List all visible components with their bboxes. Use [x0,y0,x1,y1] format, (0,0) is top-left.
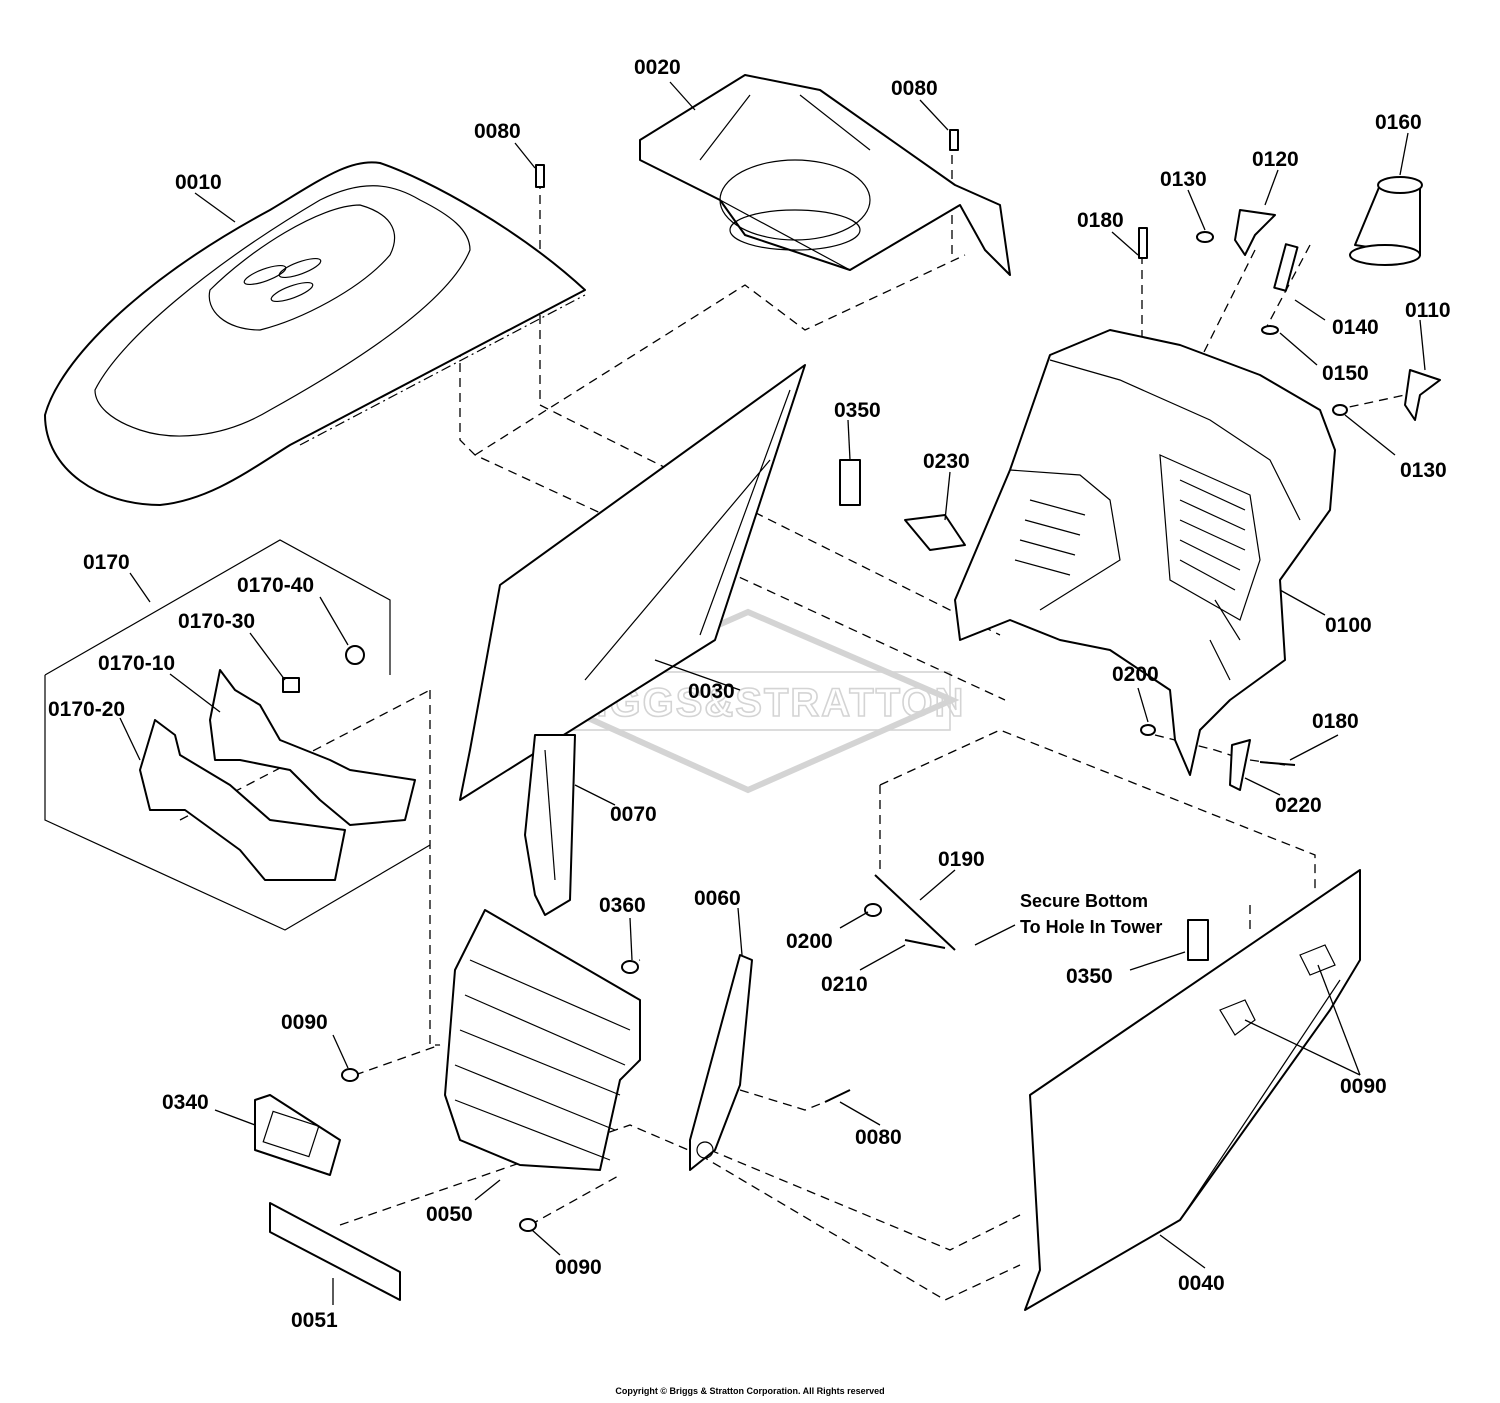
clip-0220 [1229,739,1251,791]
label-0080-c: 0080 [855,1126,902,1149]
bumper-0350a [839,459,861,506]
leader-lines [119,81,1426,1305]
label-0140: 0140 [1332,316,1379,339]
label-0230: 0230 [923,450,970,473]
bolt-0140 [1273,243,1299,292]
label-0060: 0060 [694,887,741,910]
label-0130-a: 0130 [1160,168,1207,191]
bolt-0080c [824,1089,851,1103]
label-0190: 0190 [938,848,985,871]
label-0360: 0360 [599,894,646,917]
label-0080-a: 0080 [474,120,521,143]
label-0160: 0160 [1375,111,1422,134]
label-0180-b: 0180 [1312,710,1359,733]
label-0050: 0050 [426,1203,473,1226]
nut-0090a [341,1068,359,1082]
label-0100: 0100 [1325,614,1372,637]
label-0080-b: 0080 [891,77,938,100]
label-0020: 0020 [634,56,681,79]
note-line-1: Secure Bottom [1020,891,1148,911]
note-line-2: To Hole In Tower [1020,917,1162,937]
part-labels: 0010 0020 0080 0080 0160 0120 0130 0180 … [48,56,1451,1332]
label-0200-a: 0200 [1112,663,1159,686]
light-part-0340 [254,1094,341,1176]
label-0090-c: 0090 [1340,1075,1387,1098]
label-0170: 0170 [83,551,130,574]
dash-tower-part-0100 [954,329,1336,776]
label-0350-a: 0350 [834,399,881,422]
bolt-0170-30 [282,677,300,693]
label-0070: 0070 [610,803,657,826]
nut-0200a [1140,724,1156,736]
decal-part-0051 [269,1202,401,1301]
label-0040: 0040 [1178,1272,1225,1295]
clip-0360 [621,960,639,974]
label-0150: 0150 [1322,362,1369,385]
bracket-0230 [904,514,966,551]
bracket-part-0070 [524,734,576,916]
key-switch-0120 [1234,209,1276,256]
label-0170-40: 0170-40 [237,574,314,597]
label-0170-20: 0170-20 [48,698,125,721]
grille-part-0050 [444,909,641,1171]
label-0130-b: 0130 [1400,459,1447,482]
label-0030: 0030 [688,680,735,703]
label-0170-10: 0170-10 [98,652,175,675]
label-0120: 0120 [1252,148,1299,171]
rod-0190 [874,874,956,951]
washer-0130b [1332,404,1348,416]
bolt-0080b [949,129,959,151]
nut-0200b [864,903,882,917]
side-panel-part-0040 [1024,869,1361,1311]
label-0090-a: 0090 [281,1011,328,1034]
bumper-0350b [1187,919,1209,961]
cup-part-0160 [1349,176,1423,266]
bolt-0080a [535,164,545,188]
label-0010: 0010 [175,171,222,194]
label-0210: 0210 [821,973,868,996]
label-0340: 0340 [162,1091,209,1114]
screw-0180b [1259,761,1296,766]
label-0170-30: 0170-30 [178,610,255,633]
bolt-0180a [1138,227,1148,259]
label-0350-b: 0350 [1066,965,1113,988]
spacer-0170-40 [345,645,365,665]
label-0180-a: 0180 [1077,209,1124,232]
label-0200-b: 0200 [786,930,833,953]
screw-0210 [904,939,946,949]
label-0090-b: 0090 [555,1256,602,1279]
hood-part-0010 [44,161,586,506]
hardware-parts [282,129,1441,1232]
headlight-0170-20 [139,719,346,881]
side-panel-part-0030 [459,364,806,801]
label-0220: 0220 [1275,794,1322,817]
label-0110: 0110 [1405,299,1451,322]
headlight-assembly-0170 [44,539,431,931]
copyright-notice: Copyright © Briggs & Stratton Corporatio… [615,1386,885,1396]
label-0051: 0051 [291,1309,338,1332]
dash-part-0020 [639,74,1011,276]
washer-0130a [1196,231,1214,243]
switch-0110 [1404,369,1441,421]
headlight-0170-10 [209,669,416,826]
washer-0150 [1261,325,1279,335]
nut-0090b [519,1218,537,1232]
bracket-part-0060 [689,954,753,1171]
